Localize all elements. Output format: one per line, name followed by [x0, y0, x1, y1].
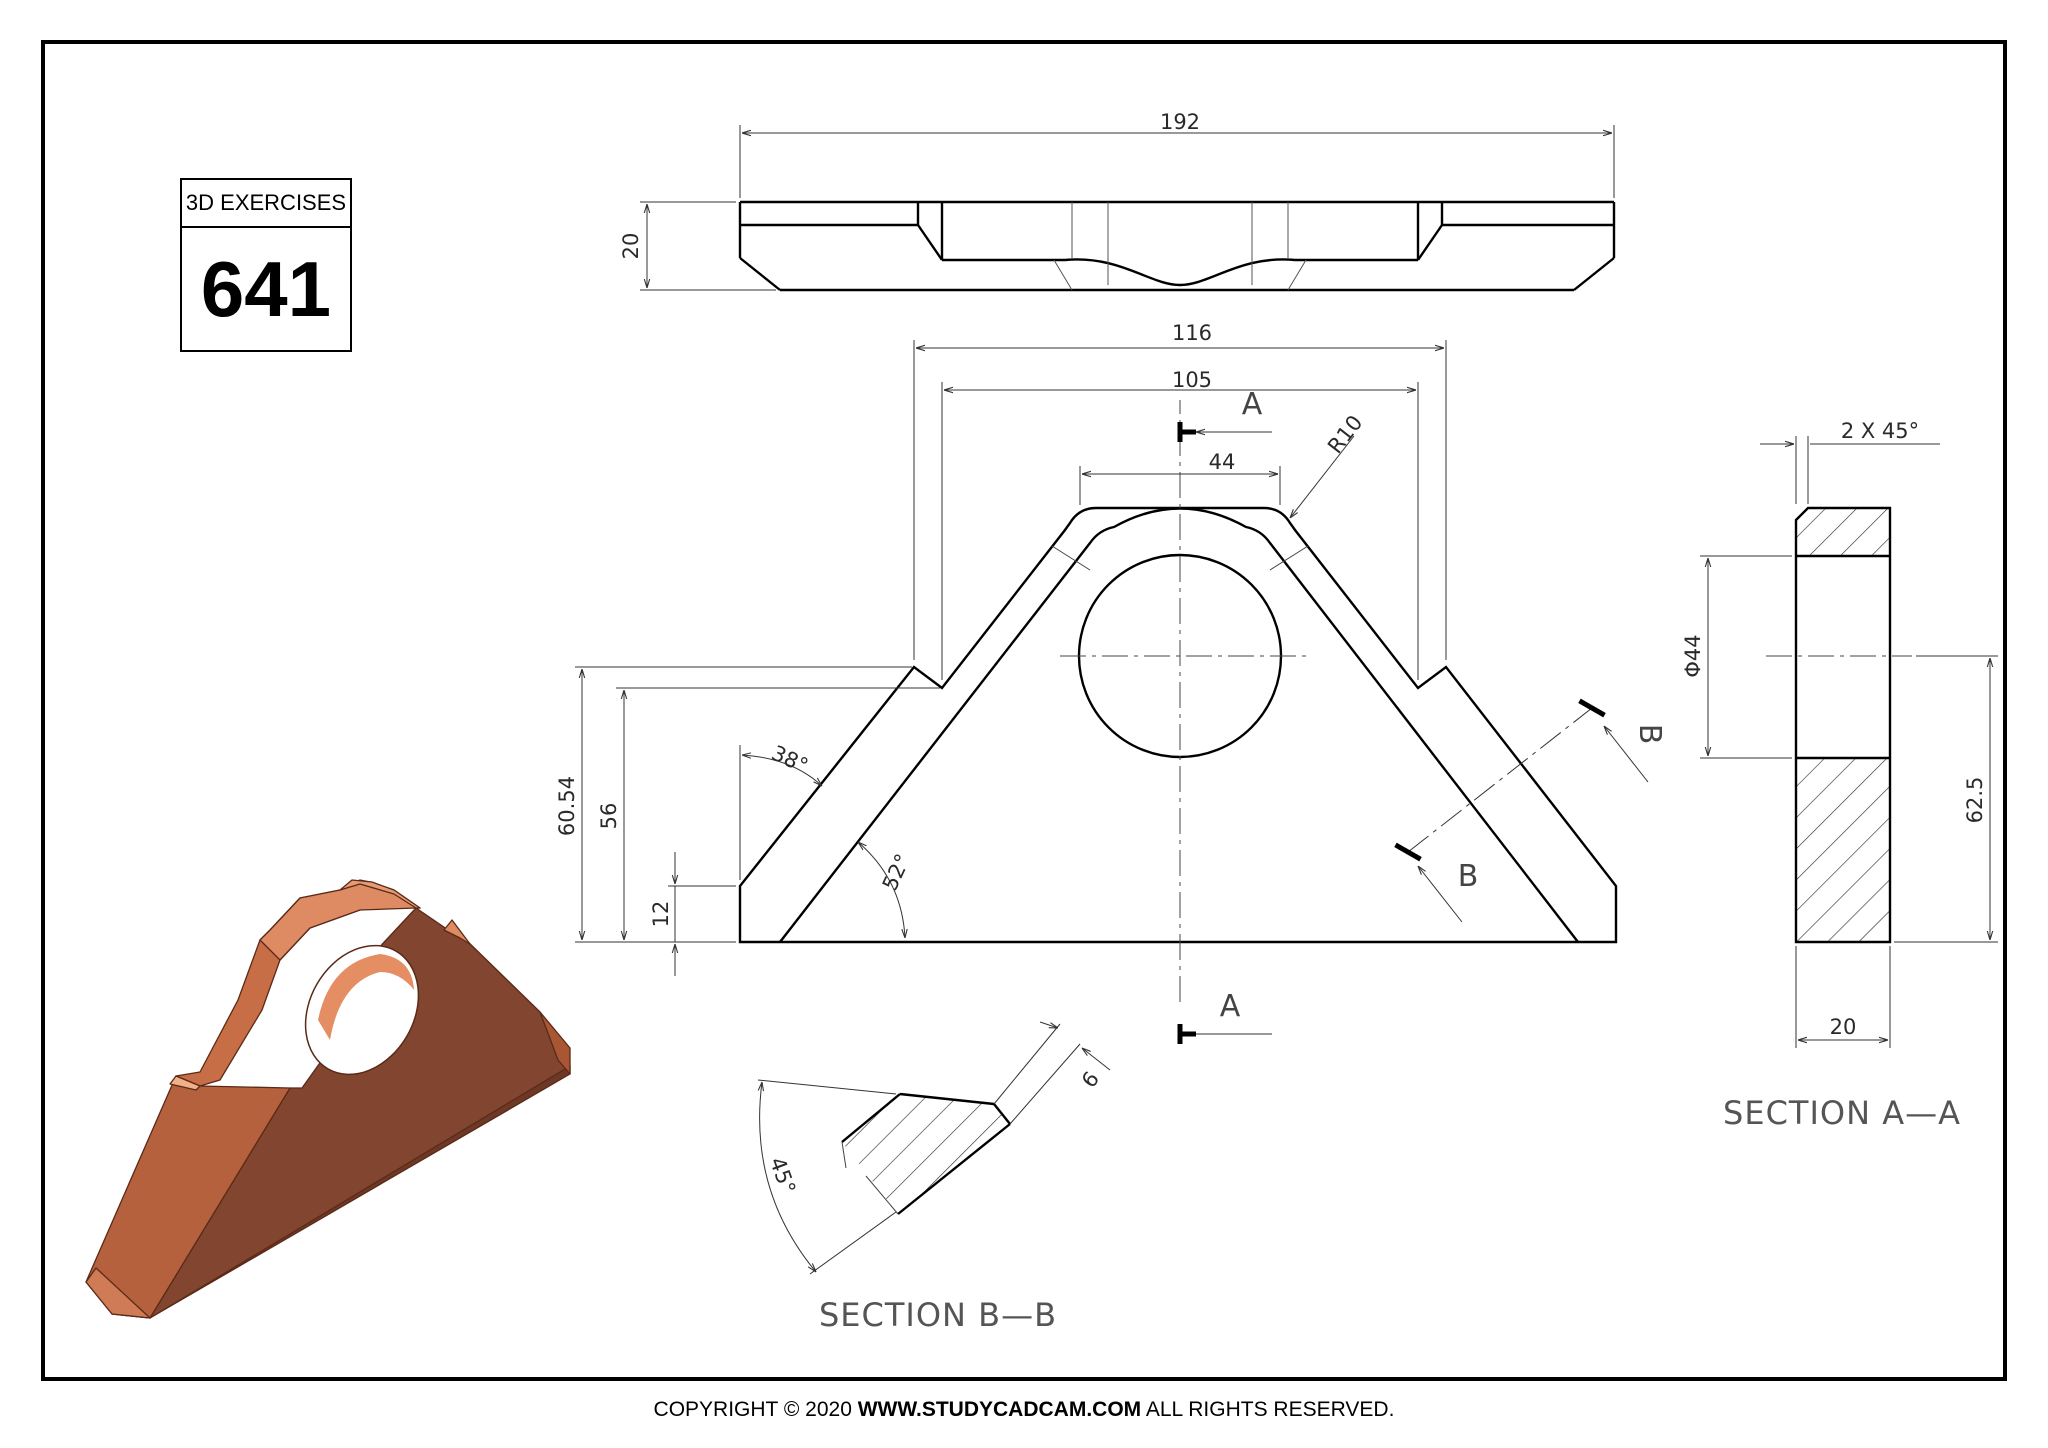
dim-hole-center: [1894, 655, 1998, 943]
dim-text-62-5: 62.5: [1963, 777, 1987, 824]
dim-angle-38: [739, 745, 822, 880]
section-aa-view: [1766, 506, 1912, 944]
top-view: [738, 200, 1616, 292]
copyright-footer: COPYRIGHT © 2020 WWW.STUDYCADCAM.COM ALL…: [0, 1398, 2048, 1422]
sheet-border: [41, 40, 2007, 1381]
exercise-badge-number: 641: [180, 226, 352, 352]
dim-text-12: 12: [649, 901, 673, 928]
dim-text-diameter: Φ44: [1681, 634, 1705, 677]
section-bb-view: [841, 1092, 1011, 1215]
dim-rib-thickness: [993, 1021, 1111, 1125]
dim-text-6: 6: [1077, 1067, 1104, 1092]
dim-section-width: [1795, 946, 1891, 1048]
dim-105: [941, 382, 1419, 680]
dim-text-192: 192: [1160, 110, 1200, 134]
cut-label-a-top: A: [1242, 387, 1263, 422]
copyright-suffix: ALL RIGHTS RESERVED.: [1141, 1398, 1395, 1421]
front-view-outline: [738, 506, 1618, 944]
dim-overall-length: [739, 125, 1615, 198]
dim-116: [913, 340, 1447, 660]
dim-hole-diameter: [1700, 555, 1792, 759]
top-view-thin-lines: [1053, 202, 1307, 291]
dim-44-top: [1079, 466, 1281, 505]
dim-text-20-top: 20: [619, 233, 643, 260]
section-bb-label: SECTION B—B: [819, 1296, 1057, 1334]
dim-text-52: 52°: [878, 850, 915, 894]
dim-text-r10: R10: [1323, 411, 1367, 458]
dim-chamfer: [1760, 436, 1940, 504]
copyright-site-link[interactable]: WWW.STUDYCADCAM.COM: [857, 1398, 1142, 1421]
isometric-model: [85, 879, 571, 1319]
dim-r10: [1290, 435, 1355, 518]
dim-text-chamfer: 2 X 45°: [1841, 419, 1919, 443]
dim-text-60-54: 60.54: [555, 776, 579, 836]
dim-text-116: 116: [1172, 321, 1212, 345]
dim-text-20-section: 20: [1830, 1015, 1857, 1039]
cut-label-b-upper: B: [1632, 724, 1667, 745]
dim-60-54: [575, 666, 912, 943]
dim-angle-45: [758, 1079, 897, 1275]
dim-56: [616, 687, 940, 940]
front-view-thin-lines: [1051, 400, 1310, 1002]
copyright-prefix: COPYRIGHT © 2020: [653, 1398, 858, 1421]
cut-label-a-bottom: A: [1220, 989, 1241, 1024]
dim-12: [668, 852, 736, 976]
cut-line-b: [1394, 698, 1649, 923]
dim-text-105: 105: [1172, 368, 1212, 392]
exercise-badge-title: 3D EXERCISES: [180, 178, 352, 226]
dim-text-44: 44: [1209, 450, 1236, 474]
dim-angle-52: [858, 842, 905, 938]
section-aa-label: SECTION A—A: [1723, 1094, 1961, 1132]
dim-thickness: [640, 201, 776, 291]
dim-text-56: 56: [597, 803, 621, 830]
cut-label-b-lower: B: [1458, 859, 1479, 894]
cut-line-a: [1177, 422, 1272, 1044]
